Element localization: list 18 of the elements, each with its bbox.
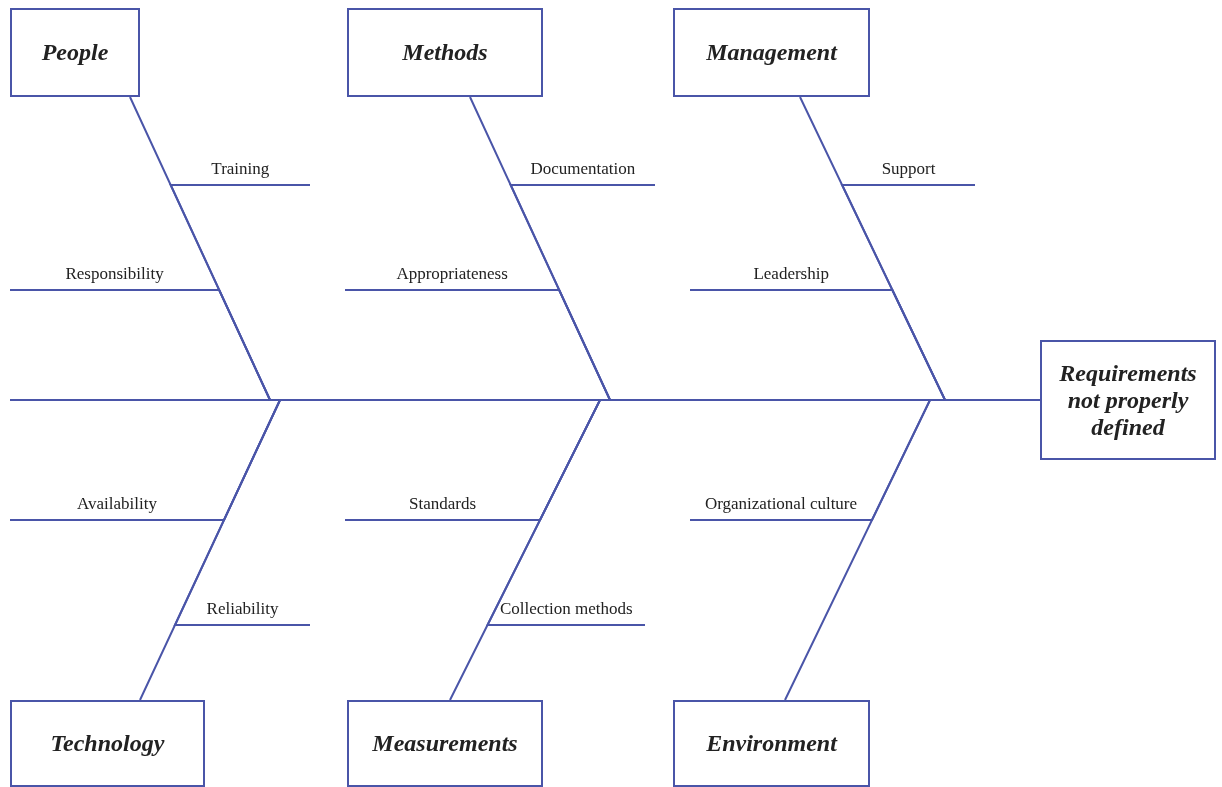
effect-box: Requirements not properly defined <box>1040 340 1216 460</box>
cause-label: Training <box>170 145 310 185</box>
cause-label: Organizational culture <box>690 460 872 520</box>
cause-label: Leadership <box>690 250 893 290</box>
cause-label: Responsibility <box>10 250 220 290</box>
cause-label: Support <box>842 145 975 185</box>
category-box: Technology <box>10 700 205 787</box>
cause-label: Standards <box>345 480 540 520</box>
category-box: Environment <box>673 700 870 787</box>
cause-label: Documentation <box>510 145 655 185</box>
cause-label: Collection methods <box>487 565 645 625</box>
category-box: Measurements <box>347 700 543 787</box>
cause-label: Appropriateness <box>345 250 560 290</box>
category-box: Management <box>673 8 870 97</box>
cause-label: Reliability <box>175 585 310 625</box>
cause-label: Availability <box>10 480 224 520</box>
category-box: Methods <box>347 8 543 97</box>
category-box: People <box>10 8 140 97</box>
